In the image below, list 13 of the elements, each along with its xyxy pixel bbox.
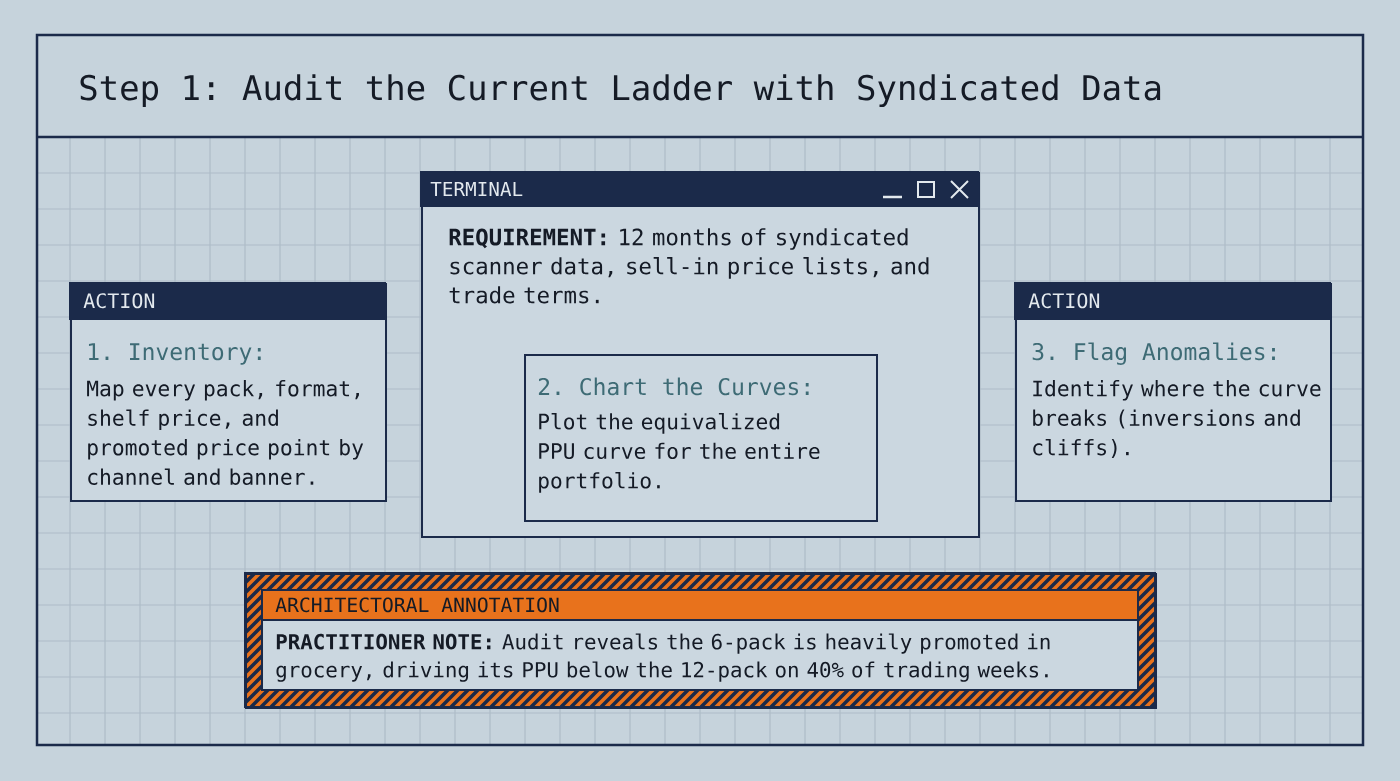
header-bar: TERMINAL bbox=[420, 171, 979, 207]
body-text: PRACTITIONER NOTE: Audit reveals the 6-pack is heavily promoted in grocery, driving its PPU below the 12-pack on 40% of trading weeks. bbox=[276, 633, 1050, 682]
title: Step 1: Audit the Current Ladder with Syndicated Data bbox=[80, 74, 1161, 108]
body-text: Plot the equivalized PPU curve for the entire portfolio. bbox=[539, 413, 820, 493]
body-text: Map every pack, format, shelf price, and promoted price point by channel and banner. bbox=[87, 380, 364, 485]
heading: 3. Flag Anomalies: bbox=[1032, 342, 1275, 365]
body-text: Identify where the curve breaks (inversions and cliffs). bbox=[1033, 380, 1321, 458]
heading: 1. Inventory: bbox=[88, 343, 261, 365]
header-bar: ACTION bbox=[69, 282, 386, 320]
body-text: REQUIREMENT: 12 months of syndicated scanner data, sell-in price lists, and trade terms. bbox=[449, 228, 929, 304]
heading: 2. Chart the Curves: bbox=[538, 377, 809, 396]
header-bar: ACTION bbox=[1014, 282, 1331, 320]
header-bar: ARCHITECTORAL ANNOTATION bbox=[261, 591, 1139, 621]
